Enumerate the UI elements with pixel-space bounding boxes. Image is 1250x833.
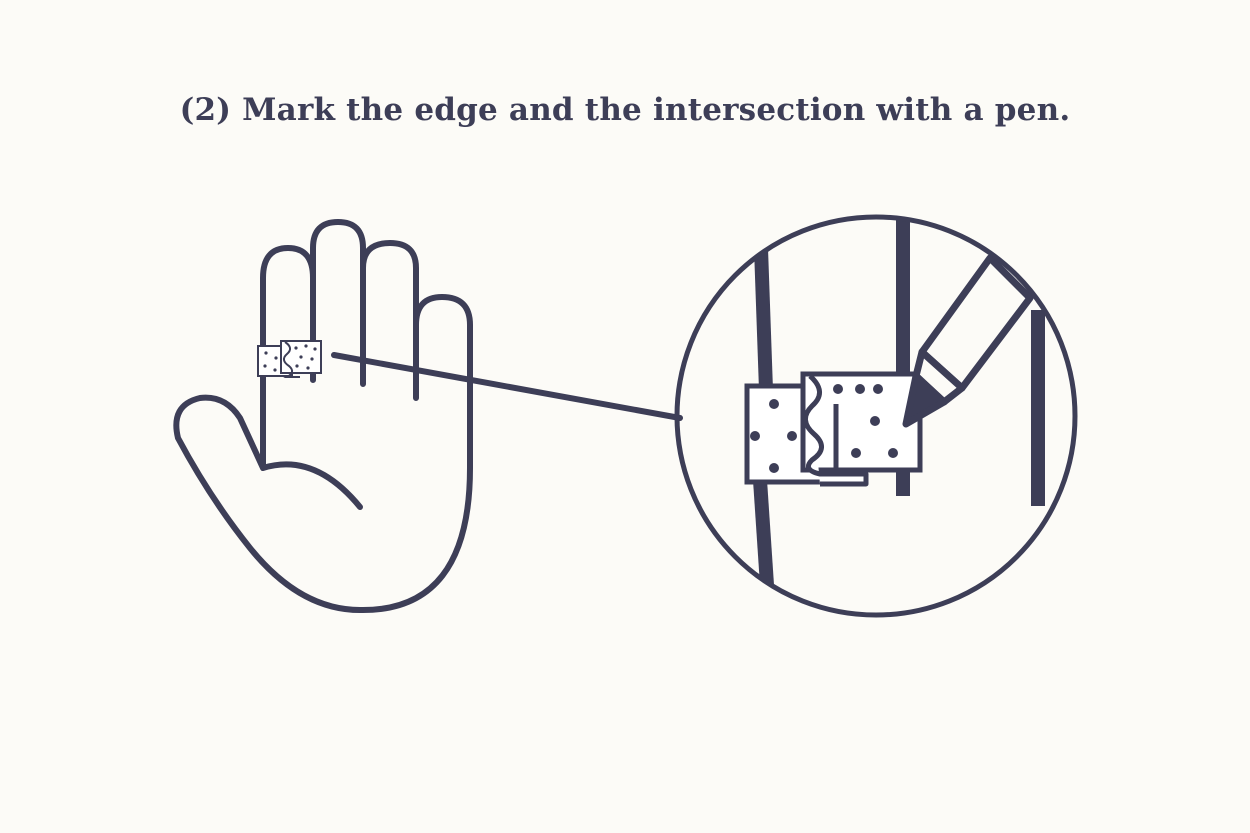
hand-outline [173,219,473,614]
strip-dots [263,344,317,372]
hand-icon [173,219,473,614]
zoom-strip-wave-edge [803,374,869,487]
finger-edge-left [753,219,773,391]
magnified-view-icon [674,214,1078,618]
zoom-circle-frame [674,214,1078,618]
pen-icon [902,254,1034,428]
paper-strip-icon [257,340,322,378]
zoom-strip-dots [750,384,898,473]
step-caption: (2) Mark the edge and the intersection w… [179,92,1071,128]
strip-wave-edge [283,341,300,378]
pen-nib [902,372,948,428]
zoom-connector-line [331,352,683,421]
